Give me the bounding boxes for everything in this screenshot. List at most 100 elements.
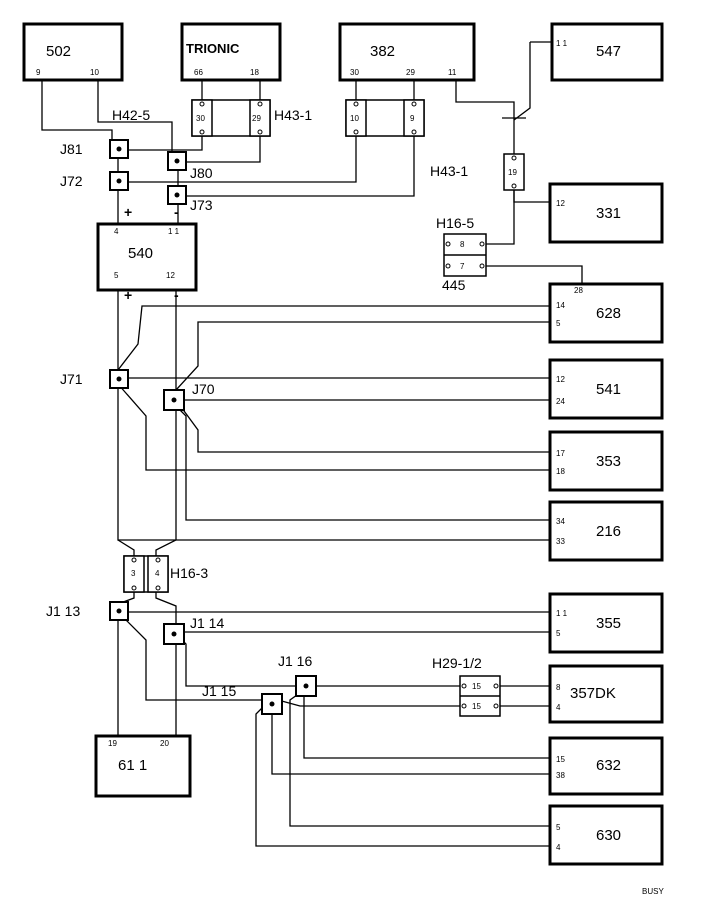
pin-h29-a: 15: [472, 682, 481, 691]
pin-h16-5-7: 7: [460, 262, 465, 271]
footer-busy: BUSY: [642, 887, 664, 896]
pin-540-5: 5: [114, 271, 119, 280]
pin-502-10: 10: [90, 68, 99, 77]
wire-502-9: [41, 80, 113, 148]
label-h43-1-top: H43-1: [274, 107, 312, 123]
wire-to-h16-3-b: [155, 406, 177, 556]
wire-j1-15-632: [271, 710, 550, 775]
label-trionic: TRIONIC: [186, 41, 240, 56]
conn-547-19: [503, 153, 525, 191]
pin-632-38: 38: [556, 771, 565, 780]
pin-353-17: 17: [556, 449, 565, 458]
label-502: 502: [46, 43, 71, 60]
wire-h42-30-j81: [124, 136, 203, 151]
pin-540-4: 4: [114, 227, 119, 236]
label-445: 445: [442, 277, 466, 293]
pin-h29-b: 15: [472, 702, 481, 711]
h42-5-pin-b: [249, 99, 271, 137]
polarity-plus-bottom: +: [124, 287, 132, 303]
pin-382-30: 30: [350, 68, 359, 77]
wire-to-h16-3-a: [117, 539, 135, 556]
pin-628-28: 28: [574, 286, 583, 295]
pin-h16-3-3: 3: [131, 569, 136, 578]
wire-h43-9-j73: [184, 136, 415, 197]
box-632: [548, 736, 664, 796]
label-j1-15: J1 15: [202, 683, 236, 699]
box-216: [548, 500, 664, 562]
pin-382-29: 29: [406, 68, 415, 77]
pin-h42-29: 29: [252, 114, 261, 123]
label-630: 630: [596, 827, 621, 844]
pin-628-5: 5: [556, 319, 561, 328]
label-j1-13: J1 13: [46, 603, 80, 619]
label-382: 382: [370, 43, 395, 60]
wire-j1-13-j1-15: [117, 611, 266, 701]
connectors: [123, 99, 525, 717]
label-357dk: 357DK: [570, 685, 616, 702]
pin-540-12: 12: [166, 271, 175, 280]
pin-dots: [131, 101, 517, 709]
label-j72: J72: [60, 173, 83, 189]
box-331: [548, 182, 664, 244]
wire-to-331: [513, 190, 550, 203]
wire-j1-16-632: [303, 690, 550, 759]
wire-j70-216-34: [175, 405, 550, 521]
pin-632-15: 15: [556, 755, 565, 764]
box-382: [338, 22, 476, 82]
label-j80: J80: [190, 165, 213, 181]
pin-630-4: 4: [556, 843, 561, 852]
pin-611-20: 20: [160, 739, 169, 748]
pin-547-19: 19: [508, 168, 517, 177]
label-540: 540: [128, 245, 153, 262]
box-547: [550, 22, 664, 82]
label-h16-3: H16-3: [170, 565, 208, 581]
pin-h43-10: 10: [350, 114, 359, 123]
pin-540-11: 1 1: [168, 227, 180, 236]
components: [22, 22, 664, 866]
pin-h16-5-8: 8: [460, 240, 465, 249]
label-j70: J70: [192, 381, 215, 397]
pin-331-12: 12: [556, 199, 565, 208]
box-630: [548, 804, 664, 866]
pin-630-5: 5: [556, 823, 561, 832]
wire-h42-29-j80: [184, 136, 261, 163]
label-j1-14: J1 14: [190, 615, 224, 631]
wire-j71-353-18: [117, 383, 550, 471]
label-547: 547: [596, 43, 621, 60]
pin-216-33: 33: [556, 537, 565, 546]
h16-3-pin-a: [123, 555, 145, 593]
box-353: [548, 430, 664, 492]
pin-h16-3-4: 4: [155, 569, 160, 578]
h42-5-pin-a: [191, 99, 213, 137]
wire-h16-3-j1-14: [155, 592, 177, 626]
box-502: [22, 22, 124, 82]
wire-j1-15-630: [255, 703, 550, 847]
h43-1-pin-b: [403, 99, 425, 137]
label-611: 61 1: [118, 757, 147, 774]
box-628: [548, 282, 664, 344]
pin-357dk-8: 8: [556, 683, 561, 692]
pin-trionic-18: 18: [250, 68, 259, 77]
label-353: 353: [596, 453, 621, 470]
label-h29: H29-1/2: [432, 655, 482, 671]
pin-382-11: 11: [448, 68, 457, 77]
pin-h42-30: 30: [196, 114, 205, 123]
pin-355-5: 5: [556, 629, 561, 638]
label-j1-16: J1 16: [278, 653, 312, 669]
box-355: [548, 592, 664, 654]
wire-h43-10-j72: [124, 136, 357, 183]
pin-trionic-66: 66: [194, 68, 203, 77]
pin-216-34: 34: [556, 517, 565, 526]
wire-382-11: [455, 80, 515, 118]
box-540: [96, 222, 198, 292]
label-216: 216: [596, 523, 621, 540]
wire-to-h16-5: [486, 190, 515, 245]
wire-547-down: [513, 42, 531, 121]
label-355: 355: [596, 615, 621, 632]
polarity-minus-top: -: [174, 204, 179, 220]
wires: [41, 41, 583, 847]
pin-541-12: 12: [556, 375, 565, 384]
h43-1-pin-a: [345, 99, 367, 137]
box-541: [548, 358, 664, 420]
